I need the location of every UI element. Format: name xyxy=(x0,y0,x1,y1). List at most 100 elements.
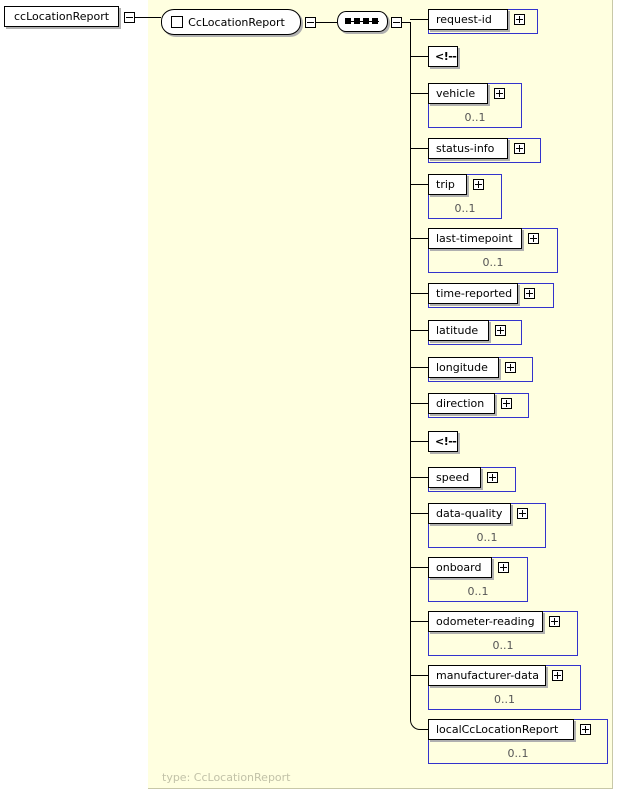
cardinality-label: 0..1 xyxy=(476,531,498,544)
tree-branch-line xyxy=(410,403,428,404)
element-node[interactable]: data-quality 0..1 xyxy=(428,503,546,548)
element-node[interactable]: request-id xyxy=(428,9,538,34)
element-node[interactable]: longitude xyxy=(428,357,533,382)
element-node[interactable]: vehicle 0..1 xyxy=(428,83,522,128)
element-node[interactable]: last-timepoint 0..1 xyxy=(428,228,558,273)
element-name-box[interactable]: vehicle xyxy=(428,83,488,104)
sequence-axis xyxy=(345,21,379,22)
content-pane: type: CcLocationReport xyxy=(148,0,613,789)
tree-branch-line xyxy=(410,238,428,239)
collapse-icon-root[interactable] xyxy=(124,12,135,23)
element-name-label: direction xyxy=(436,397,485,410)
expand-icon[interactable] xyxy=(514,143,525,154)
type-footer-label: type: CcLocationReport xyxy=(162,771,291,784)
tree-branch-line xyxy=(410,567,428,568)
expand-icon[interactable] xyxy=(501,398,512,409)
expand-icon[interactable] xyxy=(552,670,563,681)
root-element-box[interactable]: ccLocationReport xyxy=(4,6,120,27)
expand-icon[interactable] xyxy=(487,472,498,483)
element-name-label: request-id xyxy=(436,13,492,26)
tree-branch-line xyxy=(410,367,428,368)
element-name-box[interactable]: time-reported xyxy=(428,283,518,304)
expand-icon[interactable] xyxy=(517,508,528,519)
comment-label: <!-- xyxy=(435,50,457,63)
comment-node[interactable]: <!-- xyxy=(428,46,458,67)
sequence-dot xyxy=(372,18,378,24)
element-name-label: manufacturer-data xyxy=(436,669,539,682)
element-name-label: longitude xyxy=(436,361,488,374)
tree-branch-line xyxy=(410,19,428,20)
element-name-label: latitude xyxy=(436,324,479,337)
expand-icon[interactable] xyxy=(514,14,525,25)
element-name-box[interactable]: status-info xyxy=(428,138,508,159)
element-name-label: trip xyxy=(436,178,455,191)
sequence-dot xyxy=(354,18,360,24)
tree-branch-line xyxy=(410,56,428,57)
expand-icon[interactable] xyxy=(580,724,591,735)
collapse-icon-complextype[interactable] xyxy=(305,17,316,28)
element-node[interactable]: status-info xyxy=(428,138,541,163)
element-node[interactable]: latitude xyxy=(428,320,522,345)
expand-icon[interactable] xyxy=(549,616,560,627)
tree-branch-line xyxy=(410,330,428,331)
element-name-label: odometer-reading xyxy=(436,615,535,628)
tree-branch-line xyxy=(410,513,428,514)
element-node[interactable]: manufacturer-data 0..1 xyxy=(428,665,581,710)
element-name-label: onboard xyxy=(436,561,482,574)
element-name-box[interactable]: data-quality xyxy=(428,503,511,524)
element-name-label: time-reported xyxy=(436,287,513,300)
sequence-dot xyxy=(345,18,351,24)
tree-branch-line xyxy=(410,184,428,185)
element-name-box[interactable]: speed xyxy=(428,467,481,488)
tree-branch-line xyxy=(410,293,428,294)
expand-icon[interactable] xyxy=(505,362,516,373)
element-name-label: data-quality xyxy=(436,507,503,520)
cardinality-label: 0..1 xyxy=(467,585,489,598)
expand-icon[interactable] xyxy=(473,179,484,190)
element-node[interactable]: speed xyxy=(428,467,516,492)
comment-node[interactable]: <!-- xyxy=(428,431,458,452)
cardinality-label: 0..1 xyxy=(482,256,504,269)
element-name-label: last-timepoint xyxy=(436,232,513,245)
element-square-icon xyxy=(171,16,183,28)
element-node[interactable]: localCcLocationReport 0..1 xyxy=(428,719,608,764)
sequence-dot xyxy=(363,18,369,24)
tree-branch-line xyxy=(410,621,428,622)
cardinality-label: 0..1 xyxy=(507,747,529,760)
element-node[interactable]: time-reported xyxy=(428,283,554,308)
cardinality-label: 0..1 xyxy=(494,693,515,706)
element-node[interactable]: direction xyxy=(428,393,529,418)
cardinality-label: 0..1 xyxy=(454,202,476,215)
element-name-box[interactable]: last-timepoint xyxy=(428,228,522,249)
element-name-box[interactable]: odometer-reading xyxy=(428,611,543,632)
expand-icon[interactable] xyxy=(495,325,506,336)
element-name-box[interactable]: manufacturer-data xyxy=(428,665,546,686)
element-name-box[interactable]: localCcLocationReport xyxy=(428,719,574,740)
complextype-box[interactable]: CcLocationReport xyxy=(161,9,301,35)
connector-sequence-to-trunk xyxy=(402,22,411,23)
element-name-label: status-info xyxy=(436,142,495,155)
sequence-icon[interactable] xyxy=(337,11,388,32)
root-element-label: ccLocationReport xyxy=(14,10,110,23)
collapse-icon-sequence[interactable] xyxy=(391,17,402,28)
complextype-label: CcLocationReport xyxy=(188,15,285,29)
expand-icon[interactable] xyxy=(524,288,535,299)
expand-icon[interactable] xyxy=(498,562,509,573)
cardinality-label: 0..1 xyxy=(464,111,486,124)
element-name-label: vehicle xyxy=(436,87,476,100)
element-name-box[interactable]: longitude xyxy=(428,357,499,378)
element-node[interactable]: onboard 0..1 xyxy=(428,557,528,602)
element-name-box[interactable]: direction xyxy=(428,393,495,414)
element-name-box[interactable]: latitude xyxy=(428,320,489,341)
tree-branch-line xyxy=(410,675,428,676)
element-node[interactable]: trip 0..1 xyxy=(428,174,502,219)
connector-root-to-type xyxy=(135,17,161,18)
expand-icon[interactable] xyxy=(494,88,505,99)
element-name-box[interactable]: onboard xyxy=(428,557,492,578)
element-name-box[interactable]: trip xyxy=(428,174,467,195)
expand-icon[interactable] xyxy=(528,233,539,244)
element-name-label: speed xyxy=(436,471,470,484)
element-name-box[interactable]: request-id xyxy=(428,9,508,30)
